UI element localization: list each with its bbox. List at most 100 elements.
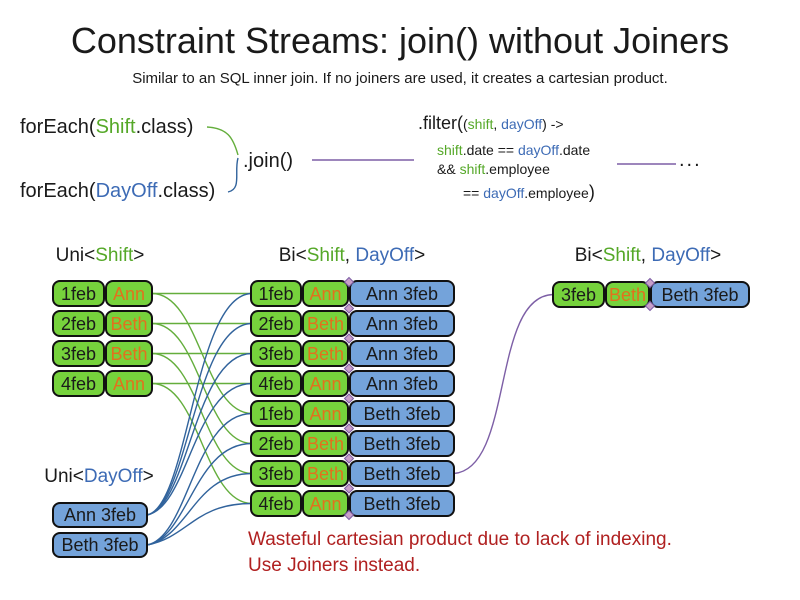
code-filter: .filter((shift, dayOff) -> shift.date ==… [418, 113, 688, 208]
text-segment: Uni< [55, 245, 96, 266]
filter-line-4-text: == dayOff.employee [463, 185, 589, 201]
product-employee-cell: Beth [302, 340, 349, 367]
text-segment: > [414, 245, 426, 266]
text-segment: Bi< [574, 245, 603, 266]
product-date-cell: 2feb [250, 310, 302, 337]
product-dayoff-cell: Ann 3feb [349, 340, 455, 367]
product-employee-cell: Ann [302, 280, 349, 307]
shift-date-cell: 4feb [52, 370, 105, 397]
product-date-cell: 1feb [250, 280, 302, 307]
product-employee-cell: Ann [302, 490, 349, 517]
product-date-cell: 3feb [250, 340, 302, 367]
product-dayoff-cell: Ann 3feb [349, 370, 455, 397]
result-date-cell: 3feb [552, 281, 605, 308]
code-foreach-dayoff: forEach(DayOff.class) [20, 180, 215, 203]
ellipsis-text: ... [679, 149, 702, 171]
connector-line [146, 412, 253, 546]
product-date-cell: 4feb [250, 370, 302, 397]
text-segment: .employee [485, 161, 550, 177]
text-segment: ( [463, 116, 468, 132]
product-employee-cell: Ann [302, 370, 349, 397]
text-segment: .date [558, 142, 591, 158]
connector-line [146, 502, 253, 546]
connector-line [151, 382, 253, 505]
warning-note-line-2: Use Joiners instead. [248, 555, 421, 576]
connector-line [227, 157, 239, 193]
page-subtitle: Similar to an SQL inner join. If no join… [132, 70, 668, 87]
connector-line [146, 472, 253, 546]
shift-employee-cell: Beth [105, 310, 153, 337]
text-segment: Shift [306, 245, 345, 266]
product-date-cell: 2feb [250, 430, 302, 457]
shift-employee-cell: Ann [105, 280, 153, 307]
text-segment: > [133, 245, 145, 266]
shift-date-cell: 2feb [52, 310, 105, 337]
text-segment: , [640, 245, 652, 266]
filter-line-1: .filter((shift, dayOff) -> [418, 113, 564, 134]
connector-line [146, 352, 253, 516]
text-segment: Shift [602, 245, 641, 266]
product-employee-cell: Beth [302, 430, 349, 457]
text-segment: == [463, 185, 484, 201]
product-dayoff-cell: Beth 3feb [349, 460, 455, 487]
text-segment: DayOff [83, 466, 143, 487]
text-segment: dayOff [483, 185, 525, 201]
text-segment: shift [437, 142, 463, 158]
shift-employee-cell: Beth [105, 340, 153, 367]
code-join: .join() [243, 150, 294, 172]
text-segment: ) -> [542, 116, 564, 132]
product-date-cell: 1feb [250, 400, 302, 427]
text-segment: > [142, 466, 154, 487]
filter-line-3: && shift.employee [437, 161, 550, 177]
connector-line [146, 382, 253, 516]
text-segment: Shift [95, 116, 136, 138]
dayoff-cell: Ann 3feb [52, 502, 148, 528]
filter-head: .filter( [418, 113, 463, 133]
text-segment: DayOff [651, 245, 711, 266]
text-segment: Uni< [44, 466, 84, 487]
text-segment: shift [467, 116, 494, 132]
shift-date-cell: 3feb [52, 340, 105, 367]
text-segment: dayOff [517, 142, 559, 158]
filter-args: (shift, dayOff) -> [463, 116, 564, 132]
product-dayoff-cell: Beth 3feb [349, 490, 455, 517]
result-employee-cell: Beth [605, 281, 650, 308]
filter-close-paren: ) [588, 182, 595, 202]
text-segment: .date == [462, 142, 518, 158]
connector-line [453, 293, 554, 475]
warning-note-line-1: Wasteful cartesian product due to lack o… [248, 529, 672, 550]
dayoff-cell: Beth 3feb [52, 532, 148, 558]
product-dayoff-cell: Beth 3feb [349, 400, 455, 427]
connector-line [146, 442, 253, 546]
product-date-cell: 3feb [250, 460, 302, 487]
text-segment: Bi< [278, 245, 307, 266]
product-employee-cell: Beth [302, 310, 349, 337]
shift-employee-cell: Ann [105, 370, 153, 397]
product-employee-cell: Beth [302, 460, 349, 487]
product-date-cell: 4feb [250, 490, 302, 517]
text-segment: && [437, 161, 460, 177]
page-title: Constraint Streams: join() without Joine… [70, 20, 730, 61]
product-dayoff-cell: Ann 3feb [349, 310, 455, 337]
text-segment: > [710, 245, 722, 266]
text-segment: .class) [157, 180, 216, 202]
result-dayoff-cell: Beth 3feb [650, 281, 750, 308]
code-foreach-shift: forEach(Shift.class) [20, 116, 193, 139]
text-segment: .employee [524, 185, 589, 201]
label-bi-result: Bi<Shift, DayOff> [548, 245, 748, 267]
connector-line [146, 292, 253, 516]
text-segment: DayOff [355, 245, 415, 266]
shift-date-cell: 1feb [52, 280, 105, 307]
connector-line [206, 126, 239, 156]
connector-line [151, 352, 253, 475]
product-dayoff-cell: Ann 3feb [349, 280, 455, 307]
text-segment: DayOff [95, 180, 158, 202]
text-segment: .class) [135, 116, 194, 138]
product-dayoff-cell: Beth 3feb [349, 430, 455, 457]
filter-line-2: shift.date == dayOff.date [437, 142, 590, 158]
text-segment: forEach( [20, 180, 96, 202]
product-employee-cell: Ann [302, 400, 349, 427]
connector-line [146, 322, 253, 516]
